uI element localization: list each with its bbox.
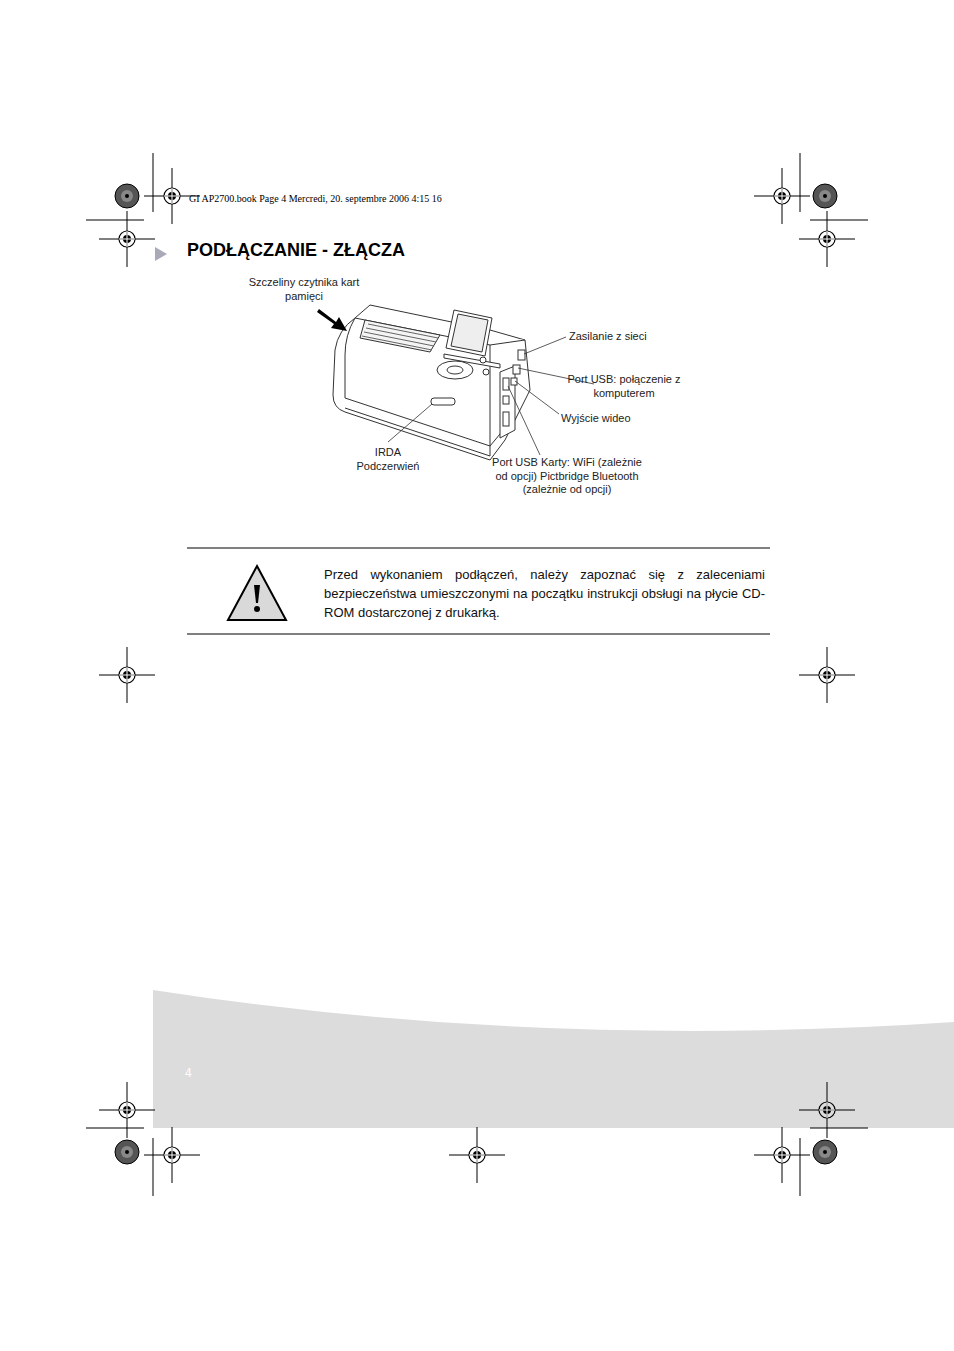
callout-label: Port USB: połączenie z komputerem [552,372,696,400]
leader-lines [388,337,594,455]
page-number: 4 [185,1066,192,1080]
rule [187,548,770,549]
page-title: PODŁĄCZANIE - ZŁĄCZA [187,240,405,261]
title-bullet [155,247,167,261]
warning-icon [228,566,286,620]
printer-illustration [333,305,530,460]
crop-marks [86,153,868,1196]
callout-label: Wyjście wideo [561,412,631,424]
callout-label: IRDA Podczerwień [348,445,428,473]
warning-text: Przed wykonaniem podłączeń, należy zapoz… [324,565,765,622]
callout-label: Szczeliny czytnika kart pamięci [248,275,360,303]
pointer-arrow [317,309,347,331]
rule [187,634,770,635]
callout-label: Port USB Karty: WiFi (zależnie od opcji)… [490,456,644,497]
callout-label: Zasilanie z sieci [569,330,647,342]
running-header: GI AP2700.book Page 4 Mercredi, 20. sept… [189,193,442,204]
footer-band [153,990,954,1128]
